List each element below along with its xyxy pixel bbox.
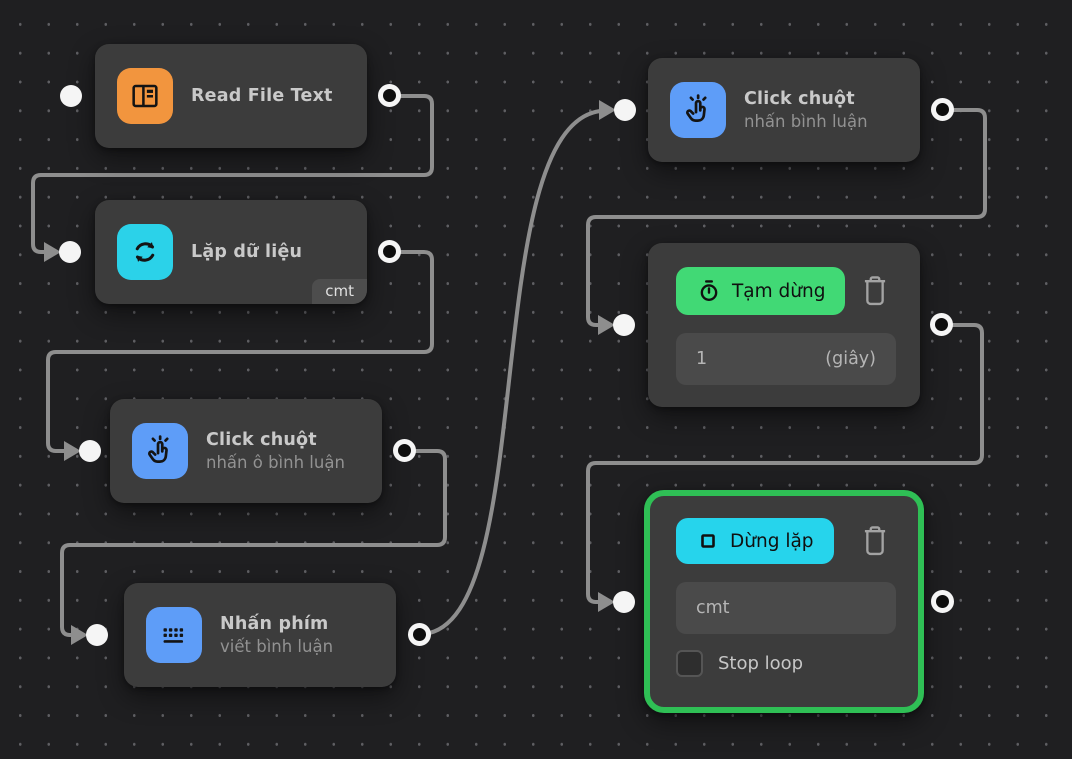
stop-loop-checkbox-label: Stop loop <box>718 653 804 674</box>
node-title: Click chuột <box>744 89 855 109</box>
input-port-read-file[interactable] <box>60 85 82 107</box>
output-port-press-key[interactable] <box>408 623 431 646</box>
output-port-loop[interactable] <box>378 240 401 263</box>
node-subtitle: nhấn ô bình luận <box>206 453 345 472</box>
input-port-loop[interactable] <box>59 241 81 263</box>
input-port-click2[interactable] <box>614 99 636 121</box>
node-press-key[interactable]: Nhấn phím viết bình luận <box>124 583 396 687</box>
node-title: Read File Text <box>191 86 333 106</box>
seconds-unit-label: (giây) <box>825 349 876 369</box>
input-port-press-key[interactable] <box>86 624 108 646</box>
input-port-stop-loop[interactable] <box>613 591 635 613</box>
output-port-click1[interactable] <box>393 439 416 462</box>
tap-click-icon <box>132 423 188 479</box>
pause-button-label: Tạm dừng <box>732 280 826 302</box>
stop-loop-button-label: Dừng lặp <box>730 530 814 552</box>
stop-loop-checkbox[interactable] <box>676 650 703 677</box>
pause-action-button[interactable]: Tạm dừng <box>676 267 846 315</box>
output-port-pause[interactable] <box>930 313 953 336</box>
node-read-file[interactable]: Read File Text <box>95 44 367 148</box>
node-click-comment[interactable]: Click chuột nhấn bình luận <box>648 58 920 162</box>
output-port-click2[interactable] <box>931 98 954 121</box>
node-stop-loop[interactable]: Dừng lặp Stop loop <box>644 490 924 713</box>
input-port-click1[interactable] <box>79 440 101 462</box>
read-file-icon <box>117 68 173 124</box>
node-pause[interactable]: Tạm dừng (giây) <box>648 243 920 407</box>
stop-loop-variable-field[interactable] <box>676 582 896 634</box>
output-port-stop-loop[interactable] <box>931 590 954 613</box>
stop-loop-action-button[interactable]: Dừng lặp <box>676 518 834 564</box>
trash-icon <box>864 276 886 306</box>
trash-icon <box>864 526 886 556</box>
pause-seconds-input[interactable] <box>696 349 816 369</box>
input-port-pause[interactable] <box>613 314 635 336</box>
loop-icon <box>117 224 173 280</box>
delete-node-button[interactable] <box>860 524 890 558</box>
loop-variable-badge: cmt <box>312 279 367 304</box>
stop-square-icon <box>701 534 715 548</box>
node-title: Lặp dữ liệu <box>191 242 303 262</box>
keyboard-icon <box>146 607 202 663</box>
timer-icon <box>700 280 718 301</box>
stop-loop-variable-input[interactable] <box>696 598 816 618</box>
tap-click-icon <box>670 82 726 138</box>
node-subtitle: viết bình luận <box>220 637 334 656</box>
output-port-read-file[interactable] <box>378 84 401 107</box>
wire-presskey-to-click2 <box>422 109 602 636</box>
node-title: Nhấn phím <box>220 614 329 634</box>
node-title: Click chuột <box>206 430 317 450</box>
node-click-comment-box[interactable]: Click chuột nhấn ô bình luận <box>110 399 382 503</box>
node-subtitle: nhấn bình luận <box>744 112 868 131</box>
delete-node-button[interactable] <box>860 274 890 308</box>
node-loop-data[interactable]: Lặp dữ liệu cmt <box>95 200 367 304</box>
pause-seconds-field[interactable]: (giây) <box>676 333 896 385</box>
